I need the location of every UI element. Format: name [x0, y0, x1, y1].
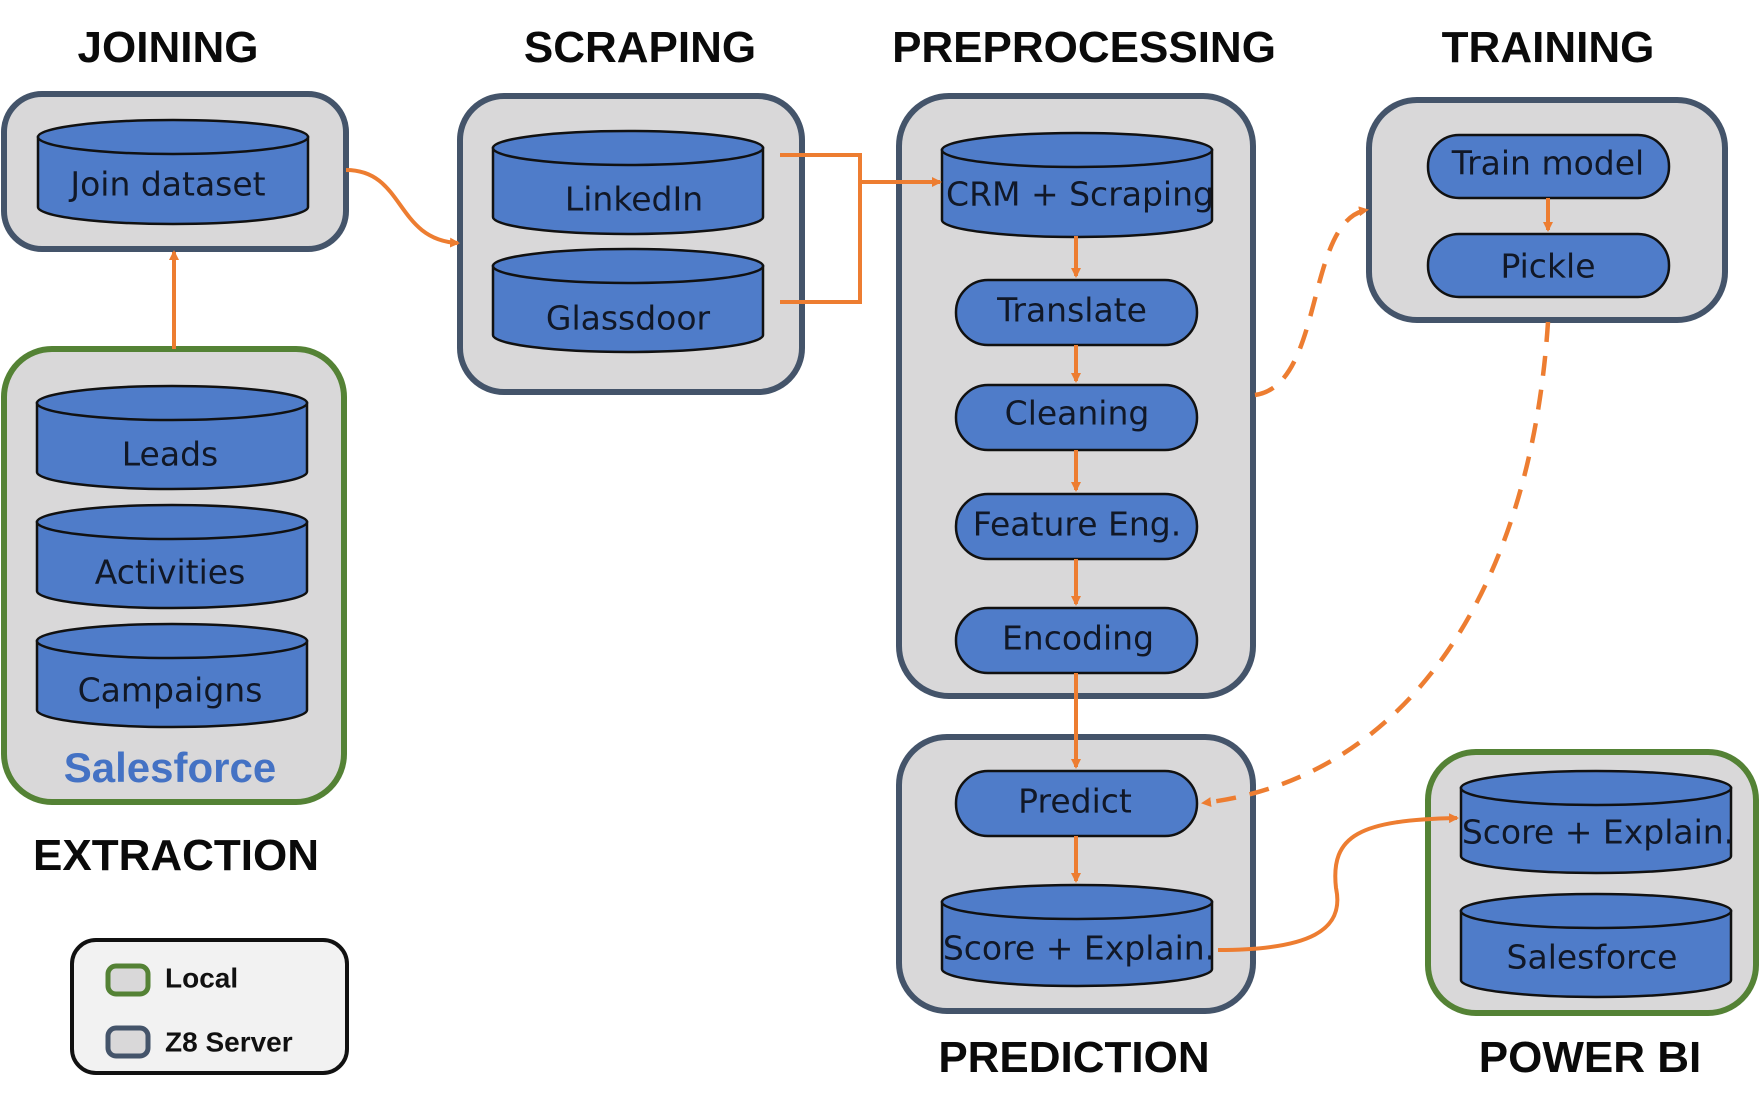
- leads-database: Leads: [35, 384, 309, 491]
- train-model-step: Train model: [1426, 133, 1671, 200]
- campaigns-database: Campaigns: [35, 622, 309, 729]
- crm-scraping-database: CRM + Scraping: [940, 131, 1214, 239]
- powerbi-score-label: Score + Explain.: [1462, 813, 1734, 852]
- glassdoor-label: Glassdoor: [546, 299, 711, 338]
- section-title-extraction: EXTRACTION: [33, 831, 319, 880]
- salesforce-source-label: Salesforce: [64, 744, 276, 791]
- join-dataset-database: Join dataset: [36, 118, 310, 226]
- translate-step: Translate: [954, 278, 1199, 347]
- legend-local-label: Local: [165, 962, 238, 993]
- glassdoor-database: Glassdoor: [491, 247, 765, 354]
- cleaning-label: Cleaning: [1005, 394, 1150, 433]
- section-title-joining: JOINING: [78, 23, 259, 72]
- predict-step: Predict: [954, 769, 1199, 838]
- linkedin-label: LinkedIn: [565, 180, 703, 219]
- predict-label: Predict: [1018, 782, 1132, 821]
- feature-eng-label: Feature Eng.: [973, 505, 1181, 544]
- powerbi-salesforce-label: Salesforce: [1507, 938, 1678, 977]
- powerbi-salesforce-database: Salesforce: [1459, 892, 1733, 999]
- prediction-score-database: Score + Explain.: [940, 883, 1215, 988]
- cleaning-step: Cleaning: [954, 383, 1199, 452]
- pickle-label: Pickle: [1500, 247, 1595, 286]
- train-model-label: Train model: [1451, 144, 1644, 183]
- dashed-arrow-preprocessing-to-training: [1254, 206, 1369, 398]
- section-title-powerbi: POWER BI: [1479, 1033, 1701, 1082]
- section-title-prediction: PREDICTION: [938, 1033, 1209, 1082]
- legend: Local Z8 Server: [70, 938, 349, 1075]
- section-title-training: TRAINING: [1442, 23, 1655, 72]
- crm-scraping-label: CRM + Scraping: [946, 175, 1214, 214]
- powerbi-score-database: Score + Explain.: [1459, 769, 1734, 875]
- section-title-scraping: SCRAPING: [524, 23, 756, 72]
- section-title-preprocessing: PREPROCESSING: [892, 23, 1276, 72]
- arrow-joining-to-scraping: [345, 168, 460, 248]
- pickle-step: Pickle: [1426, 232, 1671, 299]
- arrow-scraping-to-preprocessing: [780, 153, 940, 304]
- encoding-label: Encoding: [1002, 619, 1154, 658]
- campaigns-label: Campaigns: [78, 671, 263, 710]
- arrow-score-to-powerbi: [1217, 813, 1459, 952]
- legend-server-label: Z8 Server: [165, 1026, 293, 1057]
- legend-server-swatch: [105, 1025, 151, 1059]
- activities-database: Activities: [35, 503, 309, 610]
- legend-local-swatch: [105, 963, 151, 997]
- dashed-arrow-pickle-to-predict: [1201, 321, 1551, 808]
- linkedin-database: LinkedIn: [491, 129, 765, 236]
- join-dataset-label: Join dataset: [68, 165, 265, 204]
- encoding-step: Encoding: [954, 606, 1199, 675]
- leads-label: Leads: [122, 435, 218, 474]
- feature-eng-step: Feature Eng.: [954, 492, 1199, 561]
- activities-label: Activities: [95, 553, 246, 592]
- translate-label: Translate: [996, 291, 1147, 330]
- prediction-score-label: Score + Explain.: [943, 929, 1215, 968]
